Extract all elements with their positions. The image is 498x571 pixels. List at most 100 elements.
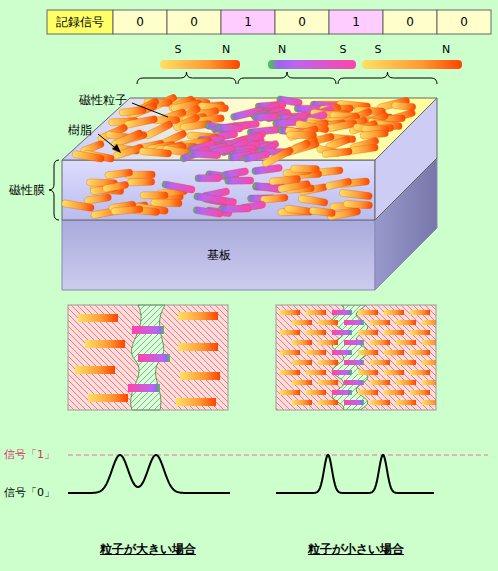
- pole-label: S: [175, 43, 182, 56]
- magnetic-particle: [195, 175, 221, 182]
- particle-bar: [332, 390, 352, 395]
- table-cell: [383, 10, 437, 34]
- part-label: 磁性粒子: [79, 93, 127, 107]
- caption: 粒子が大きい場合: [100, 542, 196, 556]
- particle-bar: [358, 310, 378, 315]
- signal-table: [47, 10, 491, 34]
- particle-bar: [292, 360, 312, 365]
- magnetic-particle: [188, 150, 221, 159]
- magnetic-particle: [261, 146, 294, 168]
- particle-bar: [318, 380, 338, 385]
- magnetic-particle: [84, 193, 112, 204]
- particle-bar: [344, 320, 364, 325]
- particle-bar: [280, 310, 300, 315]
- particle-bar: [178, 312, 218, 320]
- signal-bit: 0: [136, 15, 144, 29]
- particle-bar: [318, 360, 338, 365]
- magnetic-particle: [111, 205, 144, 215]
- signal-bit: 0: [406, 15, 414, 29]
- pole-label: N: [442, 43, 450, 56]
- particle-bar: [344, 340, 364, 345]
- magnetic-particle: [127, 178, 155, 186]
- signal-bit: 1: [244, 15, 252, 29]
- particle-bar: [370, 360, 390, 365]
- particle-bar: [358, 330, 378, 335]
- particle-bar: [396, 380, 416, 385]
- substrate-front: [62, 220, 375, 290]
- front-particles: [61, 164, 372, 220]
- particle-bar: [410, 370, 430, 375]
- part-label: 磁性膜: [9, 183, 45, 197]
- particle-bar: [292, 320, 312, 325]
- particle-bar: [318, 340, 338, 345]
- particle-bar: [396, 320, 416, 325]
- particle-bar: [410, 330, 430, 335]
- particle-bar: [306, 370, 326, 375]
- magnetic-particle: [291, 165, 320, 172]
- brace: [338, 72, 437, 84]
- pole-label: N: [278, 43, 286, 56]
- brace: [238, 72, 336, 84]
- magnetic-particle: [269, 175, 301, 185]
- signal-wave: [276, 455, 434, 493]
- magnetic-particle: [322, 148, 353, 158]
- particle-bar: [370, 380, 390, 385]
- particle-bar: [128, 384, 160, 392]
- illustration-part: [68, 305, 228, 410]
- particle-bar: [306, 330, 326, 335]
- particle-bar: [396, 400, 416, 405]
- particle-bar: [332, 370, 352, 375]
- pole-label: S: [340, 43, 347, 56]
- table-cell: [221, 10, 275, 34]
- signal-bit: 1: [352, 15, 360, 29]
- substrate-block: 基板: [62, 220, 375, 290]
- magnetic-particle: [151, 199, 183, 207]
- particle-bar: [180, 372, 220, 380]
- magnetic-particle: [252, 114, 279, 121]
- table-header: 記録信号: [56, 15, 104, 29]
- particle-bar: [344, 360, 364, 365]
- level-line: [68, 455, 488, 456]
- signal-wave: [68, 455, 230, 493]
- particle-bar: [422, 320, 436, 325]
- table-cell: [275, 10, 329, 34]
- magnetic-particle: [225, 177, 254, 184]
- film-front: [62, 160, 375, 220]
- particle-bar: [318, 400, 338, 405]
- bar-magnet: [160, 60, 240, 69]
- signal-level: 信号「0」: [4, 486, 55, 499]
- particle-bar: [396, 340, 416, 345]
- particle-bar: [178, 343, 218, 351]
- leader-line: [132, 103, 168, 117]
- particle-bar: [370, 400, 390, 405]
- particle-bar: [384, 350, 404, 355]
- caption: 粒子が小さい場合: [308, 542, 404, 556]
- table-cell: [329, 10, 383, 34]
- particle-bar: [358, 350, 378, 355]
- particle-bar: [280, 350, 300, 355]
- magnetic-particle: [309, 207, 336, 217]
- pole-label: N: [222, 43, 230, 56]
- particle-bar: [344, 400, 364, 405]
- table-cell: [47, 10, 113, 34]
- top-particles: [72, 93, 416, 168]
- particle-bar: [306, 310, 326, 315]
- magnetic-particle: [217, 124, 243, 132]
- particle-bar: [422, 340, 436, 345]
- signal-bit: 0: [460, 15, 468, 29]
- large-particle-panel: [68, 305, 228, 410]
- particle-bar: [332, 350, 352, 355]
- particle-bar: [332, 310, 352, 315]
- particle-bar: [88, 394, 128, 402]
- particle-bar: [384, 370, 404, 375]
- particle-bar: [384, 390, 404, 395]
- brace: [137, 72, 236, 84]
- particle-bar: [370, 320, 390, 325]
- particle-bar: [396, 360, 416, 365]
- signal-bit: 0: [190, 15, 198, 29]
- particle-bar: [292, 380, 312, 385]
- particle-bar: [384, 330, 404, 335]
- magnetic-particle: [72, 150, 105, 162]
- block-label: 基板: [207, 247, 231, 264]
- particle-bar: [138, 354, 170, 362]
